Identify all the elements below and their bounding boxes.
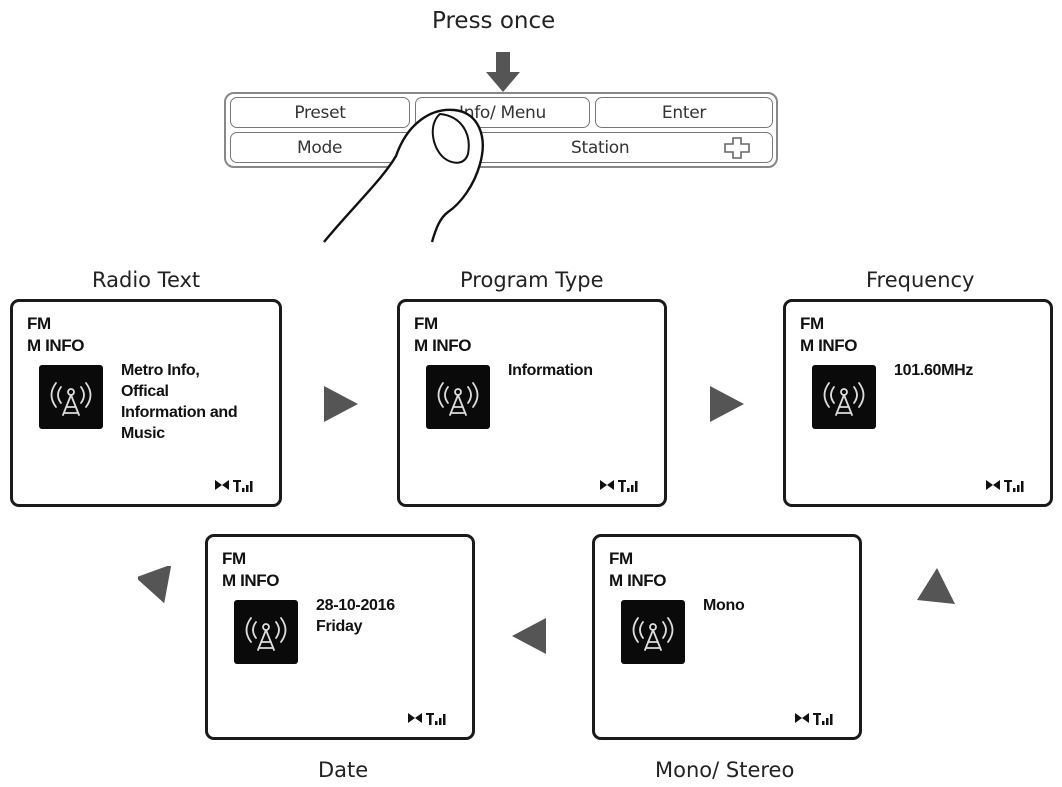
- next-arrow-icon: [138, 566, 172, 604]
- plus-outline-icon: [724, 137, 750, 159]
- instruction-label: Press once: [432, 8, 556, 34]
- detail-text: 28-10-2016 Friday: [316, 595, 395, 637]
- screen-mono-stereo: FM M INFO Mono: [592, 534, 862, 740]
- enter-label: Enter: [661, 102, 707, 123]
- band-label: FM: [222, 549, 246, 568]
- caption-radio-text: Radio Text: [92, 268, 201, 292]
- signal-strength-icon: [795, 713, 833, 725]
- band-label: FM: [27, 314, 51, 333]
- enter-button[interactable]: Enter: [595, 97, 773, 128]
- radio-antenna-icon: [234, 600, 298, 664]
- finger-icon: [323, 108, 484, 243]
- screen-radio-text: FM M INFO Metro Info, Offical Informatio…: [10, 299, 282, 507]
- mode-station-bar[interactable]: Mode Station: [230, 132, 773, 163]
- next-arrow-icon: [710, 386, 744, 422]
- screen-date: FM M INFO 28-10-2016 Friday: [205, 534, 475, 740]
- radio-antenna-icon: [426, 365, 490, 429]
- detail-line: Information: [508, 362, 593, 379]
- detail-text: Information: [508, 360, 593, 381]
- detail-line: Offical: [121, 383, 169, 400]
- radio-antenna-icon: [812, 365, 876, 429]
- next-arrow-icon: [917, 568, 955, 604]
- signal-strength-icon: [600, 480, 638, 492]
- mode-label: Mode: [297, 138, 343, 158]
- band-label: FM: [800, 314, 824, 333]
- station-name: M INFO: [222, 571, 280, 590]
- antenna-glyph: [823, 382, 865, 416]
- detail-line: Metro Info,: [121, 362, 200, 379]
- antenna-glyph: [50, 382, 92, 416]
- detail-text: 101.60MHz: [894, 360, 973, 381]
- radio-antenna-icon: [621, 600, 685, 664]
- detail-line: Friday: [316, 618, 363, 635]
- station-name: M INFO: [414, 336, 472, 355]
- caption-program-type: Program Type: [460, 268, 604, 292]
- detail-text: Metro Info, Offical Information and Musi…: [121, 360, 238, 444]
- screen-program-type: FM M INFO Information: [397, 299, 667, 507]
- next-arrow-icon: [324, 386, 358, 422]
- detail-line: Mono: [703, 597, 745, 614]
- info-menu-label: Info/ Menu: [459, 102, 546, 123]
- station-label: Station: [571, 138, 630, 158]
- band-label: FM: [414, 314, 438, 333]
- down-arrow-icon: [486, 52, 520, 92]
- detail-text: Mono: [703, 595, 745, 616]
- preset-button[interactable]: Preset: [230, 97, 410, 128]
- detail-line: 28-10-2016: [316, 597, 395, 614]
- caption-frequency: Frequency: [866, 268, 975, 292]
- radio-antenna-icon: [39, 365, 103, 429]
- detail-line: 101.60MHz: [894, 362, 974, 379]
- next-arrow-icon: [512, 618, 546, 654]
- station-name: M INFO: [27, 336, 85, 355]
- screen-frequency: FM M INFO 101.60MHz: [783, 299, 1053, 507]
- signal-strength-icon: [986, 480, 1024, 492]
- caption-date: Date: [318, 758, 369, 782]
- antenna-glyph: [437, 382, 479, 416]
- detail-line: Music: [121, 425, 165, 442]
- signal-strength-icon: [408, 713, 446, 725]
- antenna-glyph: [245, 617, 287, 651]
- station-name: M INFO: [800, 336, 858, 355]
- antenna-glyph: [632, 617, 674, 651]
- preset-label: Preset: [294, 102, 346, 123]
- detail-line: Information and: [121, 404, 238, 421]
- signal-strength-icon: [215, 480, 253, 492]
- band-label: FM: [609, 549, 633, 568]
- caption-mono-stereo: Mono/ Stereo: [655, 758, 795, 782]
- station-name: M INFO: [609, 571, 667, 590]
